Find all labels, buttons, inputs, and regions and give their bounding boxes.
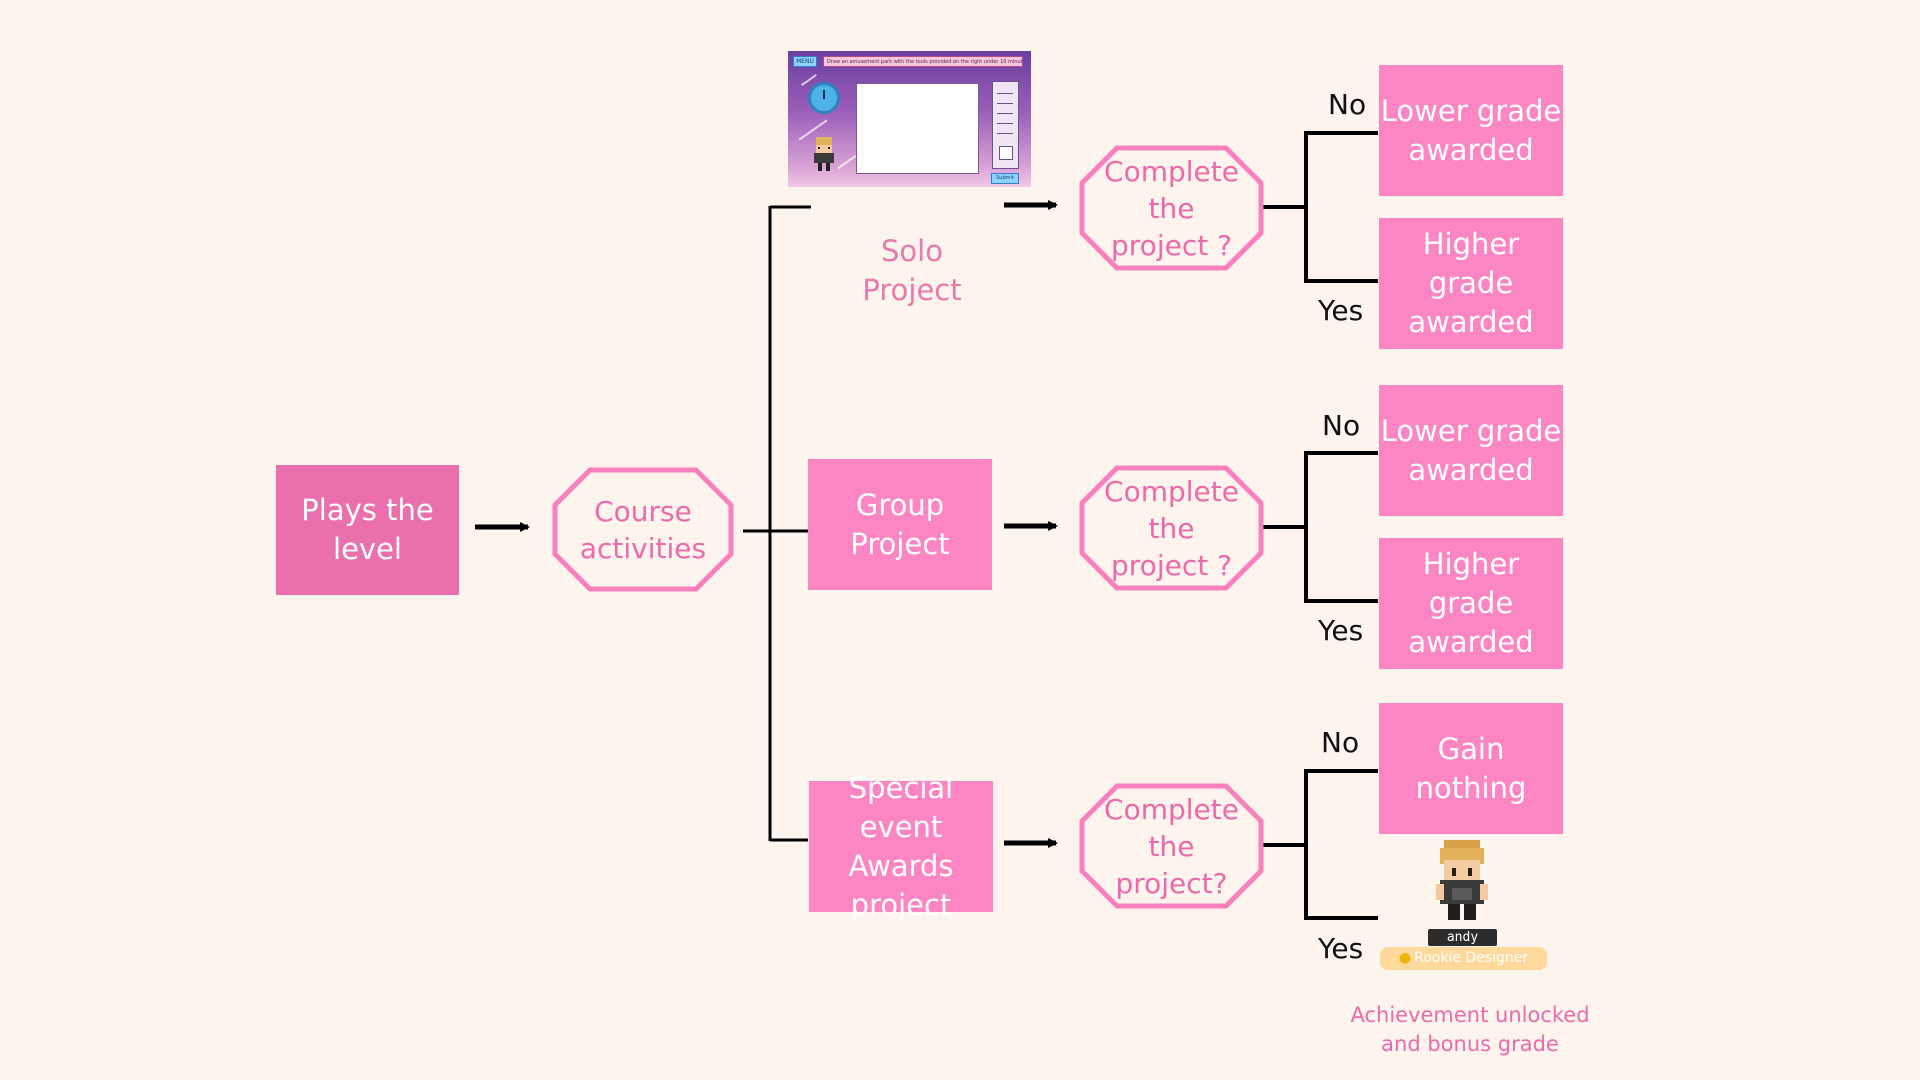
node-plays-the-level: Plays the level [276,465,459,595]
outcome-label: Higher grade awarded [1408,227,1534,339]
octagon-shape [1079,465,1264,591]
decision-solo-label: Complete the project ? [1104,154,1239,262]
outcome-label: Lower grade awarded [1380,93,1562,167]
node-plays-the-level-label: Plays the level [301,493,434,566]
node-course-activities: Course activities [552,467,734,592]
outcome-label: Gain nothing [1415,731,1527,805]
branch-label-no: No [1328,88,1367,121]
outcome-label: Lower grade awarded [1380,413,1562,487]
node-solo-project: Solo Project [822,193,1002,310]
branch-label-no: No [1322,409,1361,442]
decision-special: Complete the project? [1079,783,1264,909]
outcome-label: Achievement unlocked and bonus grade [1350,1003,1590,1056]
outcome-label: Higher grade awarded [1408,547,1534,659]
octagon-shape [1079,145,1264,271]
thumbnail-menu-button: MENU [793,56,817,67]
thumbnail-toolbar [992,81,1019,169]
branch-label-yes: Yes [1318,294,1364,327]
branch-label-yes: Yes [1318,614,1364,647]
character-sprite-icon [814,137,834,171]
outcome-group-higher-grade: Higher grade awarded [1379,538,1563,669]
thumbnail-prompt: Draw an amusement park with the tools pr… [823,56,1023,67]
outcome-group-lower-grade: Lower grade awarded [1379,385,1563,516]
node-group-project-label: Group Project [850,487,950,561]
node-group-project: Group Project [808,459,992,590]
decision-special-label: Complete the project? [1104,792,1239,900]
decision-solo: Complete the project ? [1079,145,1264,271]
branch-label-yes: Yes [1318,932,1364,965]
bracket-special [1304,769,1378,920]
achievement-badge: ●Rookie Designer [1380,947,1547,970]
outcome-solo-lower-grade: Lower grade awarded [1379,65,1563,196]
lightbulb-icon: ● [1398,950,1412,966]
achievement-title: Rookie Designer [1414,950,1529,966]
outcome-special-achievement-caption: Achievement unlocked and bonus grade [1340,972,1600,1059]
octagon-shape [552,467,734,592]
thumbnail-submit-button: Submit [991,173,1019,184]
outcome-solo-higher-grade: Higher grade awarded [1379,218,1563,349]
thumbnail-drawing-canvas [856,83,979,174]
decision-group: Complete the project ? [1079,465,1264,591]
octagon-shape [1079,783,1264,909]
andy-character-icon [1436,840,1488,920]
solo-project-screenshot: MENU Draw an amusement park with the too… [788,51,1031,187]
node-special-event-project-label: Special event Awards project [848,770,954,922]
outcome-special-gain-nothing: Gain nothing [1379,703,1563,834]
branch-label-no: No [1321,726,1360,759]
decision-group-label: Complete the project ? [1104,474,1239,582]
node-solo-project-label: Solo Project [862,234,962,307]
node-course-activities-label: Course activities [579,494,707,565]
bracket-group [1304,451,1378,603]
player-name-tag: andy [1428,929,1497,946]
node-special-event-project: Special event Awards project [809,771,993,922]
bracket-solo [1304,131,1378,283]
clock-icon [808,82,840,114]
